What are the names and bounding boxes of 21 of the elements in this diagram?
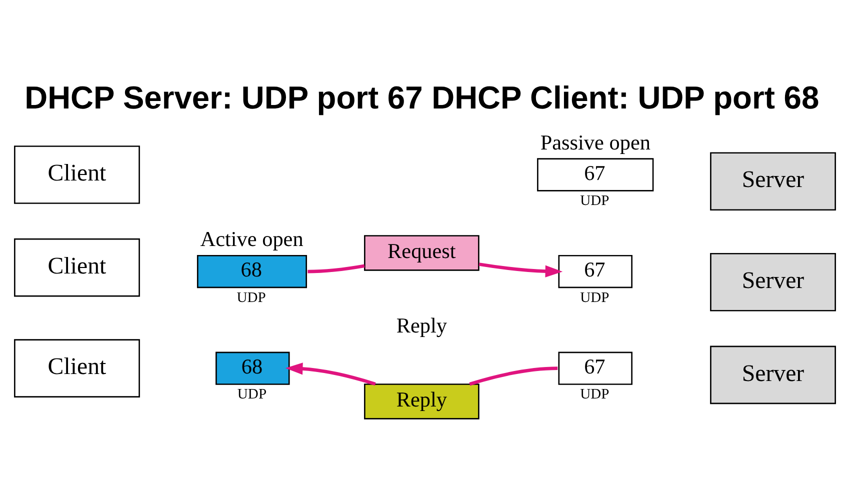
node-box: Server [710,252,836,311]
arrow [285,362,376,386]
node-box: Client [14,145,140,204]
node-label: Passive open [540,130,650,154]
node-label: UDP [580,289,610,306]
node-box: Server [710,345,836,404]
node-label: Active open [200,226,304,251]
node-label: UDP [236,289,266,306]
node-label: UDP [580,386,610,402]
arrow [478,262,563,277]
node-box: Server [710,152,836,210]
node-box: Client [14,338,140,397]
connector [469,366,558,386]
node-box: Request [364,234,480,270]
connector [308,264,365,273]
node-label: UDP [237,386,267,402]
node-box: Reply [364,383,480,419]
node-label: UDP [580,192,610,208]
diagram-title: DHCP Server: UDP port 67 DHCP Client: UDP port 68 [24,79,820,116]
label: Reply [396,312,448,337]
node-box: Client [14,238,140,296]
